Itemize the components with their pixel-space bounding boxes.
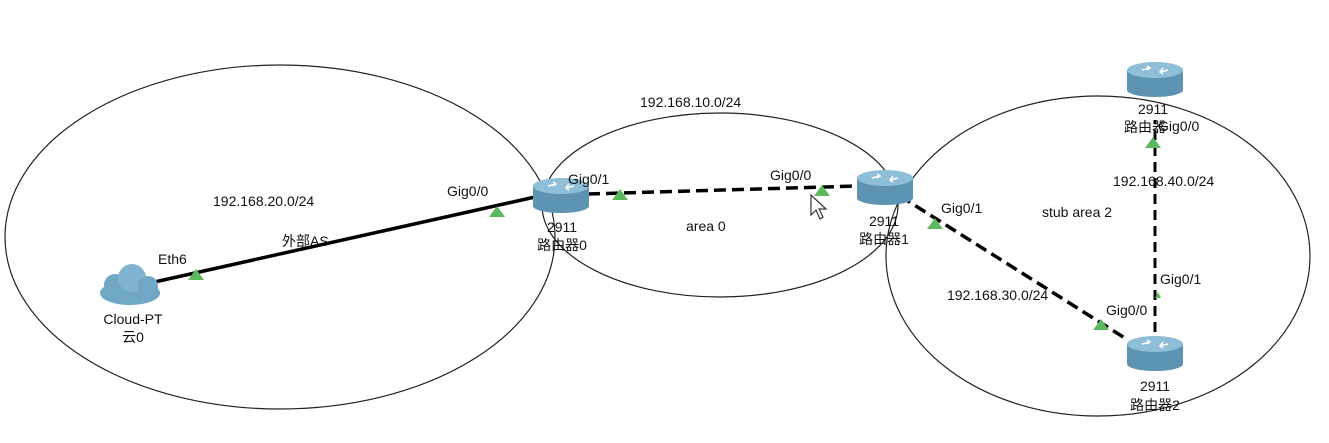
- port-label-cloud-eth: Eth6: [158, 251, 187, 267]
- port-label-r0-right: Gig0/1: [568, 171, 609, 187]
- link-up-indicator: [188, 269, 204, 280]
- cloud-device[interactable]: [100, 264, 160, 305]
- cloud-model-label: Cloud-PT: [103, 311, 163, 327]
- port-label-r0-left: Gig0/0: [447, 183, 488, 199]
- link-up-indicator: [612, 189, 628, 200]
- link-up-indicator: [927, 218, 943, 229]
- stub-area-label: stub area 2: [1042, 204, 1112, 220]
- external-as-boundary: [4, 64, 556, 410]
- router2-model-label: 2911: [1140, 378, 1170, 394]
- external-as-label: 外部AS: [282, 233, 329, 249]
- stub-area-boundary: [885, 95, 1311, 417]
- link-up-indicator: [1145, 137, 1161, 148]
- router-icon: [857, 170, 913, 205]
- router0-model-label: 2911: [547, 219, 577, 235]
- link-up-indicator: [814, 185, 830, 196]
- cloud-icon: [100, 264, 160, 305]
- router-icon: [1127, 336, 1183, 371]
- link-up-indicator: [489, 206, 505, 217]
- link-up-indicator: [1155, 292, 1161, 298]
- router3-device[interactable]: [1127, 62, 1183, 97]
- area0-boundary: [541, 112, 899, 298]
- router0-name-label: 路由器0: [537, 237, 587, 253]
- router-icon: [533, 178, 589, 213]
- mouse-cursor-icon: [810, 193, 828, 220]
- router2-device[interactable]: [1127, 336, 1183, 371]
- router1-device[interactable]: [857, 170, 913, 205]
- router2-name-label: 路由器2: [1130, 397, 1180, 413]
- port-label-r1-right: Gig0/1: [941, 200, 982, 216]
- area0-subnet-label: 192.168.10.0/24: [640, 94, 741, 110]
- port-label-r3-bottom: Gig0/0: [1158, 118, 1199, 134]
- external-subnet-label: 192.168.20.0/24: [213, 193, 314, 209]
- cloud-name-label: 云0: [122, 329, 144, 345]
- port-label-r1-left: Gig0/0: [770, 167, 811, 183]
- link-router1-router2[interactable]: [899, 194, 1129, 342]
- link-cloud-router0[interactable]: [149, 195, 536, 285]
- stub-subnet-bottom-label: 192.168.30.0/24: [947, 287, 1048, 303]
- port-label-r2-left: Gig0/0: [1106, 302, 1147, 318]
- router1-name-label: 路由器1: [859, 231, 909, 247]
- router3-name-label: 路由器: [1124, 119, 1166, 135]
- stub-subnet-top-label: 192.168.40.0/24: [1113, 173, 1214, 189]
- area0-label: area 0: [686, 218, 726, 234]
- router-icon: [1127, 62, 1183, 97]
- link-router0-router1[interactable]: [587, 184, 859, 196]
- router3-model-label: 2911: [1138, 101, 1168, 117]
- port-label-r2-top: Gig0/1: [1160, 271, 1201, 287]
- router1-model-label: 2911: [869, 213, 899, 229]
- router0-device[interactable]: [533, 178, 589, 213]
- link-up-indicator: [1093, 319, 1109, 330]
